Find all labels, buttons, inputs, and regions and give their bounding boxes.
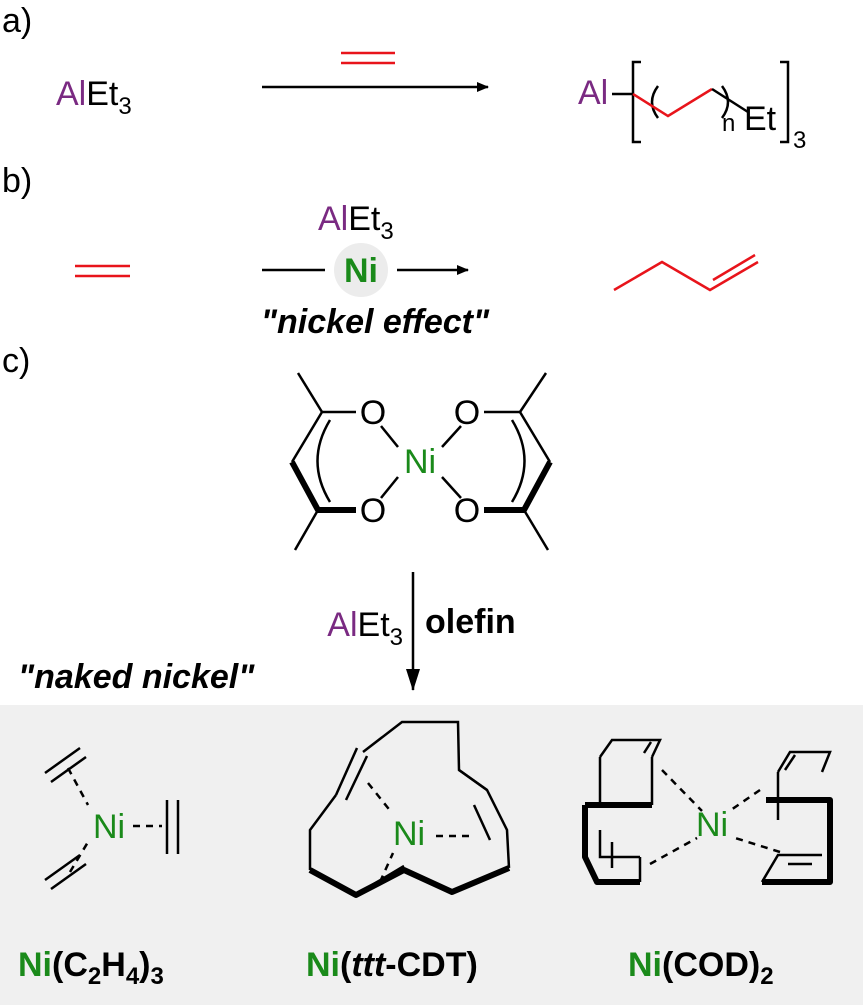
oxygen-atom: O: [454, 492, 480, 530]
ni-ethylene3-structure: [44, 746, 180, 891]
repeat-unit: [632, 85, 749, 119]
subscript-3: 3: [118, 93, 131, 120]
ethyl-symbol: Et: [358, 606, 391, 644]
formula-part: ): [139, 946, 150, 984]
formula-subscript: 2: [88, 963, 101, 990]
formula-part: (C: [52, 946, 88, 984]
complex-label-ni-ethylene: Ni(C2H4)3: [18, 946, 164, 990]
ethyl-symbol: Et: [348, 200, 381, 238]
ni-cod2-structure: [582, 738, 833, 885]
nickel-symbol: Ni: [628, 946, 662, 984]
formula-italic: ttt: [351, 946, 387, 984]
naked-nickel-panel: [0, 705, 863, 1005]
aluminum-symbol: Al: [56, 75, 86, 113]
ethylene-reactant-b: [75, 264, 130, 278]
nickel-highlight: [334, 243, 388, 297]
product-aluminum: Al: [578, 74, 608, 112]
ethylene-reagent-a: [341, 51, 395, 65]
subscript-3: 3: [380, 218, 393, 245]
formula-subscript: 2: [760, 963, 773, 990]
panel-b-reagent: AlEt3: [318, 200, 394, 245]
aluminum-symbol: Al: [327, 606, 357, 644]
panel-a-reactant: AlEt3: [56, 75, 132, 120]
formula-subscript: 4: [126, 963, 140, 990]
formula-subscript: 3: [151, 963, 164, 990]
panel-c-label: c): [2, 342, 30, 380]
product-bracket: [631, 60, 790, 144]
ethyl-symbol: Et: [86, 75, 119, 113]
nickel-catalyst: Ni: [344, 252, 378, 290]
complex-label-ni-cod: Ni(COD)2: [628, 946, 774, 990]
nickel-effect-caption: "nickel effect": [261, 303, 490, 341]
nickel-symbol: Ni: [306, 946, 340, 984]
nickel-symbol: Ni: [18, 946, 52, 984]
panel-a-label: a): [2, 2, 32, 40]
subscript-3: 3: [390, 624, 403, 651]
product-subscript-3: 3: [793, 127, 806, 154]
aluminum-symbol: Al: [318, 200, 348, 238]
naked-nickel-caption: "naked nickel": [18, 658, 255, 696]
olefin-label: olefin: [425, 603, 516, 641]
nickel-center: Ni: [404, 443, 436, 481]
panel-b-label: b): [2, 162, 32, 200]
oxygen-atom: O: [360, 394, 386, 432]
panel-c-reagent: AlEt3: [327, 606, 403, 651]
oxygen-atom: O: [454, 394, 480, 432]
complex-label-ni-cdt: Ni(ttt-CDT): [306, 946, 478, 984]
formula-part: (: [340, 946, 352, 984]
nickel-center: Ni: [696, 806, 728, 844]
nickel-center: Ni: [393, 815, 425, 853]
ni-acac2-structure: [289, 372, 553, 551]
repeat-n: n: [722, 110, 735, 137]
product-ethyl: Et: [744, 100, 777, 138]
1-butene-product: [613, 253, 759, 292]
oxygen-atom: O: [360, 492, 386, 530]
formula-part: H: [101, 946, 126, 984]
formula-part: (COD): [662, 946, 760, 984]
formula-part: -CDT): [385, 946, 478, 984]
nickel-center: Ni: [93, 808, 125, 846]
ni-ttt-cdt-structure: [308, 720, 511, 898]
